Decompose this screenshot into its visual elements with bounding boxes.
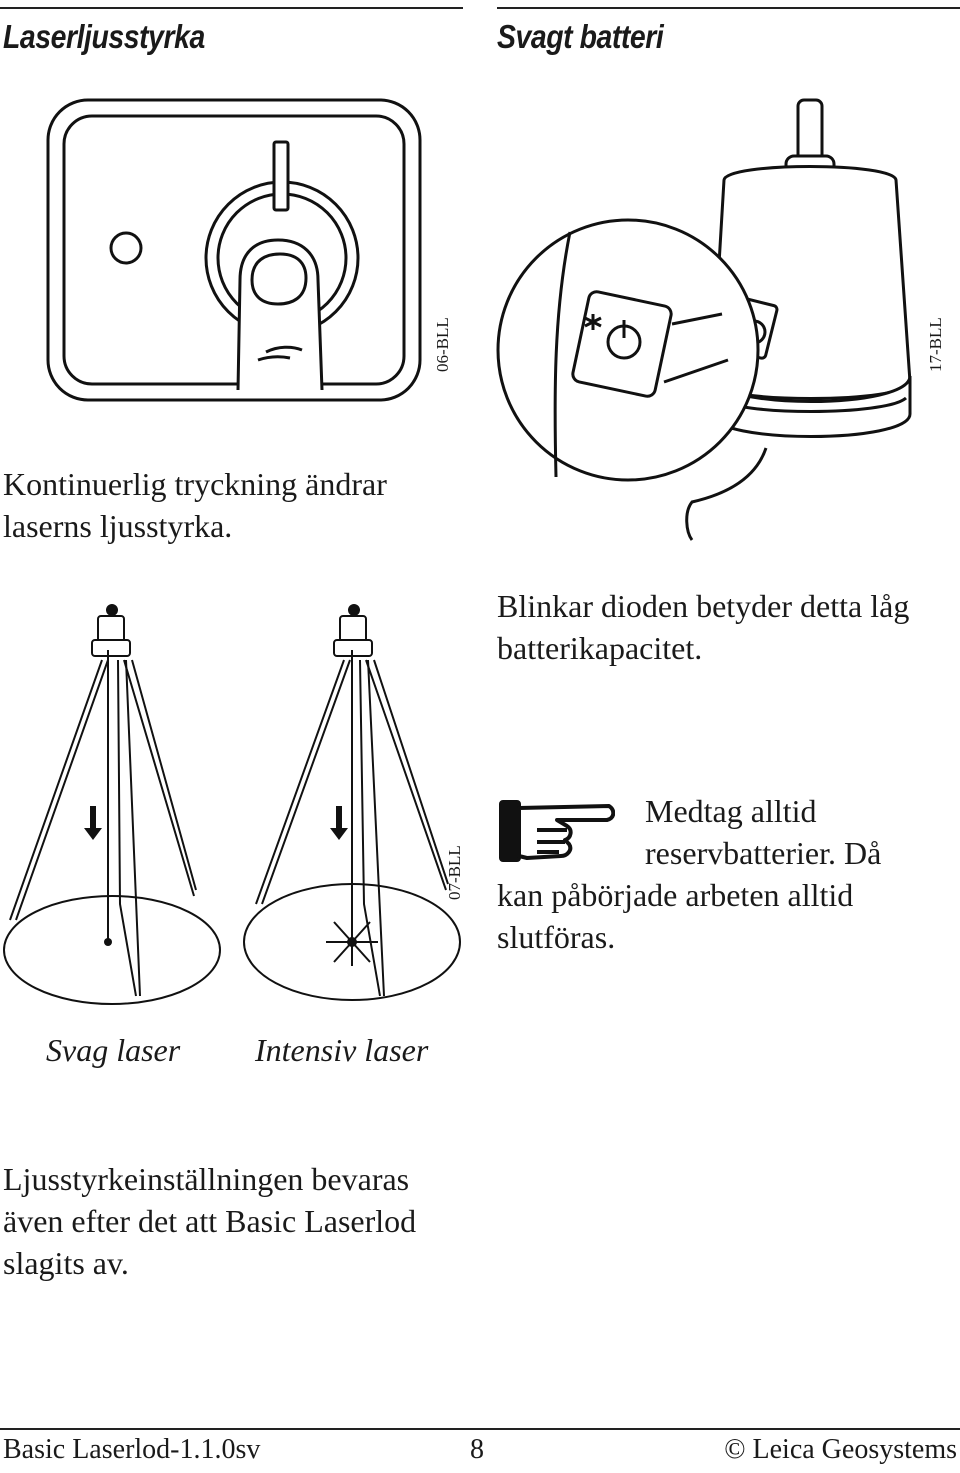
battery-led-figure bbox=[496, 92, 916, 542]
figure-code-17: 17-BLL bbox=[926, 317, 945, 372]
battery-line-2: batterikapacitet. bbox=[497, 630, 703, 666]
left-header-rule bbox=[0, 7, 463, 9]
caption-weak-laser: Svag laser bbox=[46, 1032, 181, 1068]
caption-intense-laser: Intensiv laser bbox=[255, 1032, 429, 1068]
brightness-paragraph: Kontinuerlig tryckning ändrar laserns lj… bbox=[3, 463, 387, 547]
figure-code-07: 07-BLL bbox=[445, 845, 464, 900]
brightness-line-1: Kontinuerlig tryckning ändrar bbox=[3, 466, 387, 502]
laser-star-icon bbox=[584, 314, 602, 330]
brightness-line-2: laserns ljusstyrka. bbox=[3, 508, 233, 544]
heading-laserljusstyrka: Laserljusstyrka bbox=[3, 18, 205, 55]
note-line-2: reservbatterier. Då bbox=[645, 835, 882, 871]
footer-page-number: 8 bbox=[470, 1434, 484, 1465]
battery-paragraph: Blinkar dioden betyder detta låg batteri… bbox=[497, 585, 909, 669]
power-symbol-icon bbox=[606, 320, 642, 360]
pointing-hand-icon bbox=[497, 796, 615, 866]
footer-copyright: © Leica Geosystems bbox=[724, 1434, 957, 1465]
figure-code-06: 06-BLL bbox=[433, 317, 452, 372]
retention-paragraph: Ljusstyrkeinställningen bevaras även eft… bbox=[3, 1158, 416, 1284]
button-press-figure bbox=[40, 90, 430, 410]
retention-line-2: även efter det att Basic Laserlod bbox=[3, 1203, 417, 1239]
footer-rule bbox=[0, 1428, 960, 1430]
right-header-rule bbox=[497, 7, 960, 9]
retention-line-1: Ljusstyrkeinställningen bevaras bbox=[3, 1161, 410, 1197]
tripod-figure bbox=[0, 600, 470, 1010]
footer-document-id: Basic Laserlod-1.1.0sv bbox=[3, 1434, 261, 1465]
note-line-4: slutföras. bbox=[497, 919, 616, 955]
heading-svagt-batteri: Svagt batteri bbox=[497, 18, 664, 55]
spare-battery-note: Medtag alltid reservbatterier. Då kan på… bbox=[497, 790, 881, 958]
note-line-1: Medtag alltid bbox=[645, 793, 817, 829]
battery-line-1: Blinkar dioden betyder detta låg bbox=[497, 588, 910, 624]
retention-line-3: slagits av. bbox=[3, 1245, 129, 1281]
note-line-3: kan påbörjade arbeten alltid bbox=[497, 877, 854, 913]
